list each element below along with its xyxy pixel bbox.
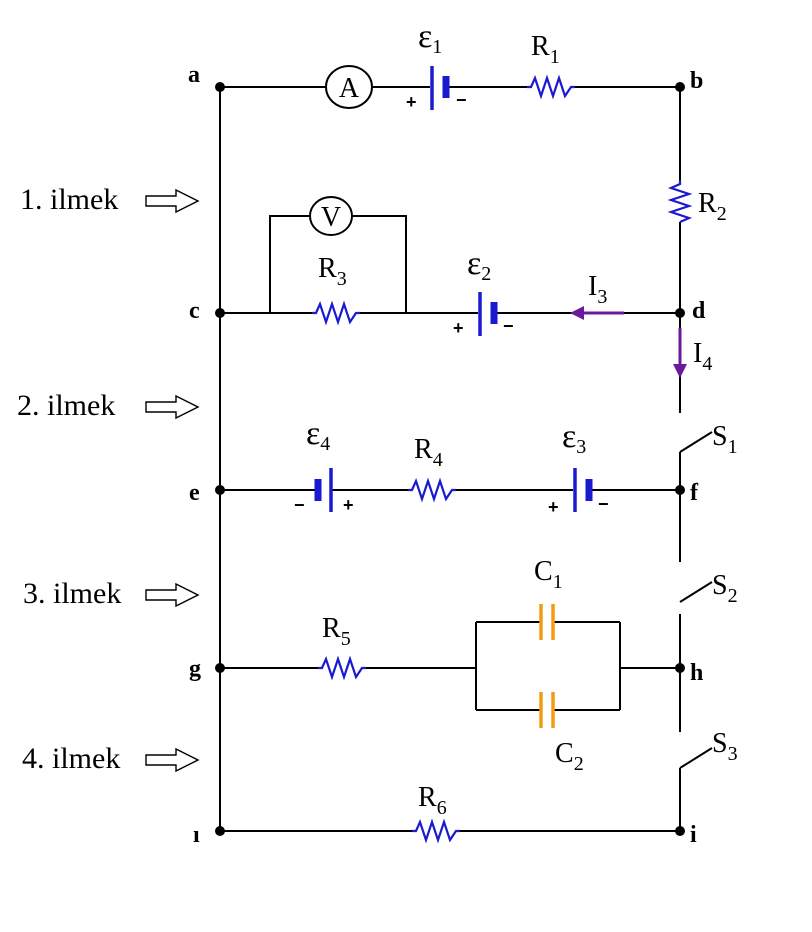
node-labels: a b c d e f g h ı i	[188, 62, 706, 848]
node-label-c: c	[189, 298, 200, 324]
switches	[679, 431, 713, 769]
node-i-right-dot	[675, 826, 685, 836]
node-e-dot	[215, 485, 225, 495]
node-label-i-right: i	[690, 822, 697, 848]
node-f-dot	[675, 485, 685, 495]
battery-e1	[430, 66, 450, 110]
label-r3: R3	[318, 253, 347, 290]
loop-labels: 1. ilmek 2. ilmek 3. ilmek 4. ilmek	[17, 183, 200, 775]
current-arrows	[570, 306, 687, 378]
battery-e2	[478, 292, 498, 336]
ammeter: A	[325, 65, 373, 109]
resistor-r1	[527, 74, 575, 100]
switch-s2	[679, 581, 713, 603]
loop-label-3-text: 3. ilmek	[23, 577, 121, 610]
node-b-dot	[675, 82, 685, 92]
resistor-r6	[412, 818, 460, 844]
node-d-dot	[675, 308, 685, 318]
label-c2: C2	[555, 738, 584, 775]
label-e3: ε3	[562, 418, 586, 458]
loop-label-1: 1. ilmek	[20, 183, 200, 216]
node-label-h: h	[690, 660, 703, 686]
e4-plus-sign: +	[343, 495, 354, 515]
loop-label-4-text: 4. ilmek	[22, 742, 120, 775]
node-label-f: f	[690, 480, 699, 506]
current-arrow-i3	[570, 306, 624, 320]
label-s2: S2	[712, 570, 738, 607]
capacitor-c2	[539, 692, 555, 728]
loop-3-arrow-icon	[145, 582, 200, 608]
node-i-left-dot	[215, 826, 225, 836]
loop-4-arrow-icon	[145, 747, 200, 773]
label-s1: S1	[712, 421, 738, 458]
node-label-i-left: ı	[193, 822, 200, 848]
loop-label-2: 2. ilmek	[17, 389, 200, 422]
current-arrow-i4	[673, 328, 687, 378]
resistor-r2	[667, 180, 693, 224]
label-r4: R4	[414, 434, 443, 471]
e1-plus-sign: +	[406, 92, 417, 112]
resistor-r3	[312, 300, 360, 326]
label-e4: ε4	[306, 415, 330, 455]
label-e1: ε1	[418, 18, 442, 58]
label-r6: R6	[418, 782, 447, 819]
e3-minus-sign: −	[598, 494, 609, 514]
loop-label-2-text: 2. ilmek	[17, 389, 115, 422]
e4-minus-sign: −	[294, 495, 305, 515]
label-c1: C1	[534, 556, 563, 593]
node-label-e: e	[189, 480, 200, 506]
label-r5: R5	[322, 613, 351, 650]
wire-voltmeter-right	[352, 215, 407, 313]
label-r1: R1	[531, 31, 560, 68]
node-label-g: g	[189, 656, 201, 682]
loop-label-1-text: 1. ilmek	[20, 183, 118, 216]
capacitors	[539, 604, 555, 728]
loop-label-3: 3. ilmek	[23, 577, 200, 610]
wires	[219, 86, 681, 832]
batteries	[314, 66, 593, 512]
resistor-r4	[408, 477, 456, 503]
node-a-dot	[215, 82, 225, 92]
voltmeter-label: V	[321, 202, 341, 233]
voltmeter-circle	[309, 196, 353, 236]
component-labels: ε1 R1 R2 R3 ε2 I3 I4 ε4 R4 ε3 S1 C1 S2 R…	[306, 18, 738, 819]
loop-1-arrow-icon	[145, 188, 200, 214]
label-i3: I3	[588, 271, 607, 308]
node-label-a: a	[188, 62, 200, 88]
nodes	[215, 82, 685, 836]
e3-plus-sign: +	[548, 497, 559, 517]
resistor-r5	[318, 655, 366, 681]
capacitor-c1	[539, 604, 555, 640]
ammeter-circle	[325, 65, 373, 109]
voltmeter: V	[309, 196, 353, 236]
ammeter-label: A	[339, 73, 360, 104]
node-label-b: b	[690, 68, 703, 94]
label-e2: ε2	[467, 245, 491, 285]
e1-minus-sign: −	[456, 90, 467, 110]
label-s3: S3	[712, 728, 738, 765]
resistors	[312, 74, 693, 844]
switch-s3	[679, 747, 713, 769]
battery-e4	[314, 468, 333, 512]
node-g-dot	[215, 663, 225, 673]
loop-label-4: 4. ilmek	[22, 742, 200, 775]
loop-2-arrow-icon	[145, 394, 200, 420]
label-i4: I4	[693, 338, 712, 375]
e2-minus-sign: −	[503, 316, 514, 336]
node-label-d: d	[692, 298, 706, 324]
polarity-signs: + − + − − + + −	[294, 90, 609, 517]
e2-plus-sign: +	[453, 318, 464, 338]
node-h-dot	[675, 663, 685, 673]
node-c-dot	[215, 308, 225, 318]
label-r2: R2	[698, 188, 727, 225]
battery-e3	[573, 468, 593, 512]
switch-s1	[679, 431, 713, 453]
wire-voltmeter-left	[269, 215, 310, 313]
